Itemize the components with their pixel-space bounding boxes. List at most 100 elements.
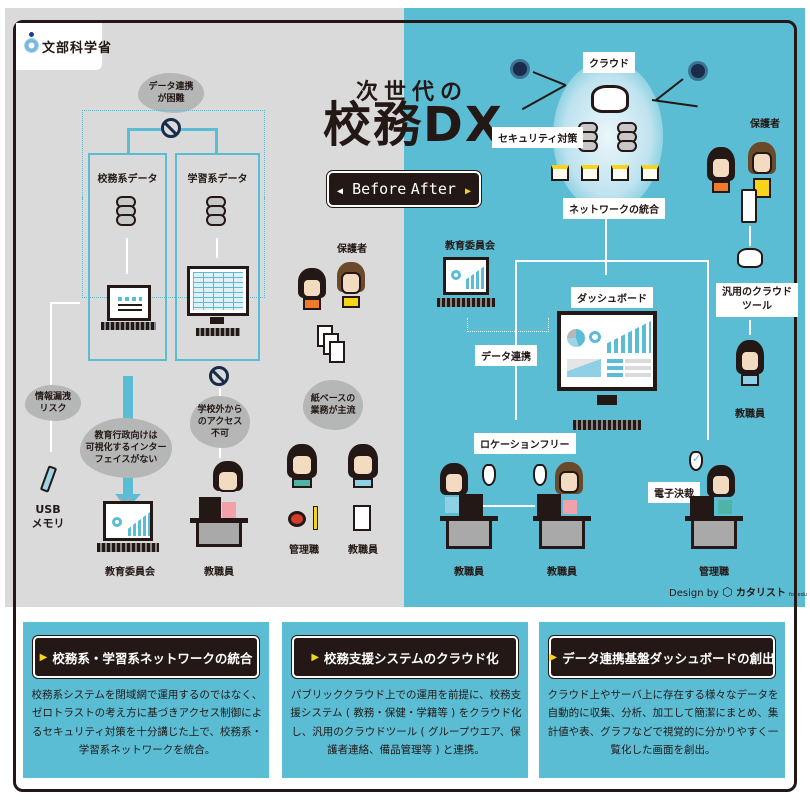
teacher-label: 教職員 [204,567,234,578]
feature-card-body: パブリッククラウド上での運用を前提に、校務支援システム ( 教務・保健・学籍等 … [290,689,522,757]
stamp-icon [288,511,306,527]
guardians-label: 保護者 [337,244,367,255]
peer-link-line [483,505,535,507]
ministry-name: 文部科学省 [42,41,113,56]
board-label: 教育委員会 [445,241,495,252]
guardians-label: 保護者 [750,119,780,130]
board-label: 教育委員会 [105,567,155,578]
folder-icon [611,165,629,181]
e-approval-label: 電子決裁 [648,482,700,503]
monitor-spreadsheet-icon [187,266,249,316]
desk-icon [190,518,248,523]
dashboard-monitor [557,311,657,391]
folder-icon [551,165,569,181]
staff1-label: 教職員 [454,567,484,578]
outer-frame [13,20,797,792]
area-chart-icon [567,359,601,377]
staff-label: 教職員 [348,545,378,556]
bubble-data-link-difficult: データ連携 が困難 [138,73,204,113]
board-laptop-icon [103,501,153,541]
before-label: Before [352,180,407,198]
folder-icon [641,165,659,181]
dotted-enclosure-lower [82,196,265,298]
keyboard-icon [97,543,159,552]
triangle-right-icon: ▶ [549,651,558,663]
triangle-right-icon: ▶ [311,651,320,663]
feature-card-title: ▶データ連携基盤ダッシュボードの創出 [549,636,775,678]
data-link-dotted [467,318,549,332]
staff-right-label: 教職員 [735,409,765,420]
donut-chart-icon [589,331,601,343]
laptop-icon [107,285,151,321]
laptop-back-icon [199,497,221,519]
bubble-leak-risk: 情報漏洩 リスク [25,385,81,421]
learning-data-box [175,153,260,361]
network-integration-label: ネットワークの統合 [563,198,665,219]
checkmark-icon: ✓ [692,452,702,465]
data-link-label: データ連携 [475,345,537,366]
catalyst-logo-icon: ⬡ [722,585,733,599]
feature-card-title: ▶校務系・学習系ネットワークの統合 [33,636,259,678]
folder-icon [581,165,599,181]
check-bubble-icon [689,451,703,471]
dotted-enclosure [82,110,265,197]
bubble-paper-based: 紙ベースの 業務が主流 [303,380,363,430]
cloud-label: クラウド [583,52,635,73]
design-credit: Design by ⬡ カタリスト for edu [669,585,807,599]
ministry-emblem-dot-icon [29,32,34,37]
bubble-no-interface: 教育行政向けは 可視化するインター フェイスがない [80,418,172,478]
before-after-toggle: ◀ Before After ▶ [327,171,481,207]
staff2-label: 教職員 [547,567,577,578]
laptop-back-icon [537,494,561,516]
keyboard-icon [573,420,641,430]
triangle-right-icon: ▶ [39,651,48,663]
pencil-icon [313,506,318,530]
desk-icon [533,516,591,521]
smartphone-icon [741,189,757,223]
feature-card: ▶データ連携基盤ダッシュボードの創出 クラウド上やサーバ上に存在する様々なデータ… [539,622,785,778]
keyboard-icon [196,328,240,336]
school-affairs-data-title: 校務系データ [97,174,158,185]
feature-card-body: クラウド上やサーバ上に存在する様々なデータを自動的に収集、分析、加工して簡潔にま… [547,689,779,757]
desk-icon [440,516,498,521]
document-icon [353,505,371,531]
keyboard-icon [101,322,156,330]
dashboard-label: ダッシュボード [571,287,653,308]
desk-icon [685,516,743,521]
location-free-label: ロケーションフリー [474,433,576,454]
feature-card: ▶校務支援システムのクラウド化 パブリッククラウド上での運用を前提に、校務支援シ… [282,622,528,778]
virus-icon [513,62,527,76]
board-laptop-icon [443,257,489,295]
triangle-right-icon: ▶ [464,186,471,197]
after-label: After [410,180,456,198]
database-icon [206,196,226,228]
bar-chart-icon [607,321,651,353]
cloud-tool-label: 汎用のクラウド ツール [716,283,798,317]
title-subheading: 次世代の [356,80,469,105]
cloud-icon [591,85,629,113]
laptop-back-icon [459,494,483,516]
prohibited-icon [161,118,181,138]
feature-card: ▶校務系・学習系ネットワークの統合 校務系システムを閉域網で運用するのではなく、… [23,622,269,778]
page-title: 校務DX [323,97,504,153]
school-affairs-data-box [88,153,167,361]
idea-bubble-icon [482,464,496,486]
laptop-back-icon [690,496,714,516]
pie-chart-icon [567,329,585,347]
keyboard-icon [437,298,495,307]
ministry-emblem-icon [24,38,39,53]
learning-data-title: 学習系データ [187,174,248,185]
cloud-tool-icon [737,248,763,268]
database-icon [617,122,637,154]
security-label: セキュリティ対策 [492,127,584,148]
database-icon [116,196,136,228]
virus-icon [691,64,705,78]
feature-card-body: 校務系システムを閉域網で運用するのではなく、ゼロトラストの考え方に基づきアクセス… [31,689,263,757]
manager-label: 管理職 [699,567,729,578]
bubble-no-outside-access: 学校外から のアクセス 不可 [190,396,250,448]
triangle-left-icon: ◀ [337,186,344,197]
feature-card-title: ▶校務支援システムのクラウド化 [292,636,518,678]
usb-label: USB メモリ [31,503,65,531]
manager-label: 管理職 [289,545,319,556]
prohibited-icon [209,366,229,386]
